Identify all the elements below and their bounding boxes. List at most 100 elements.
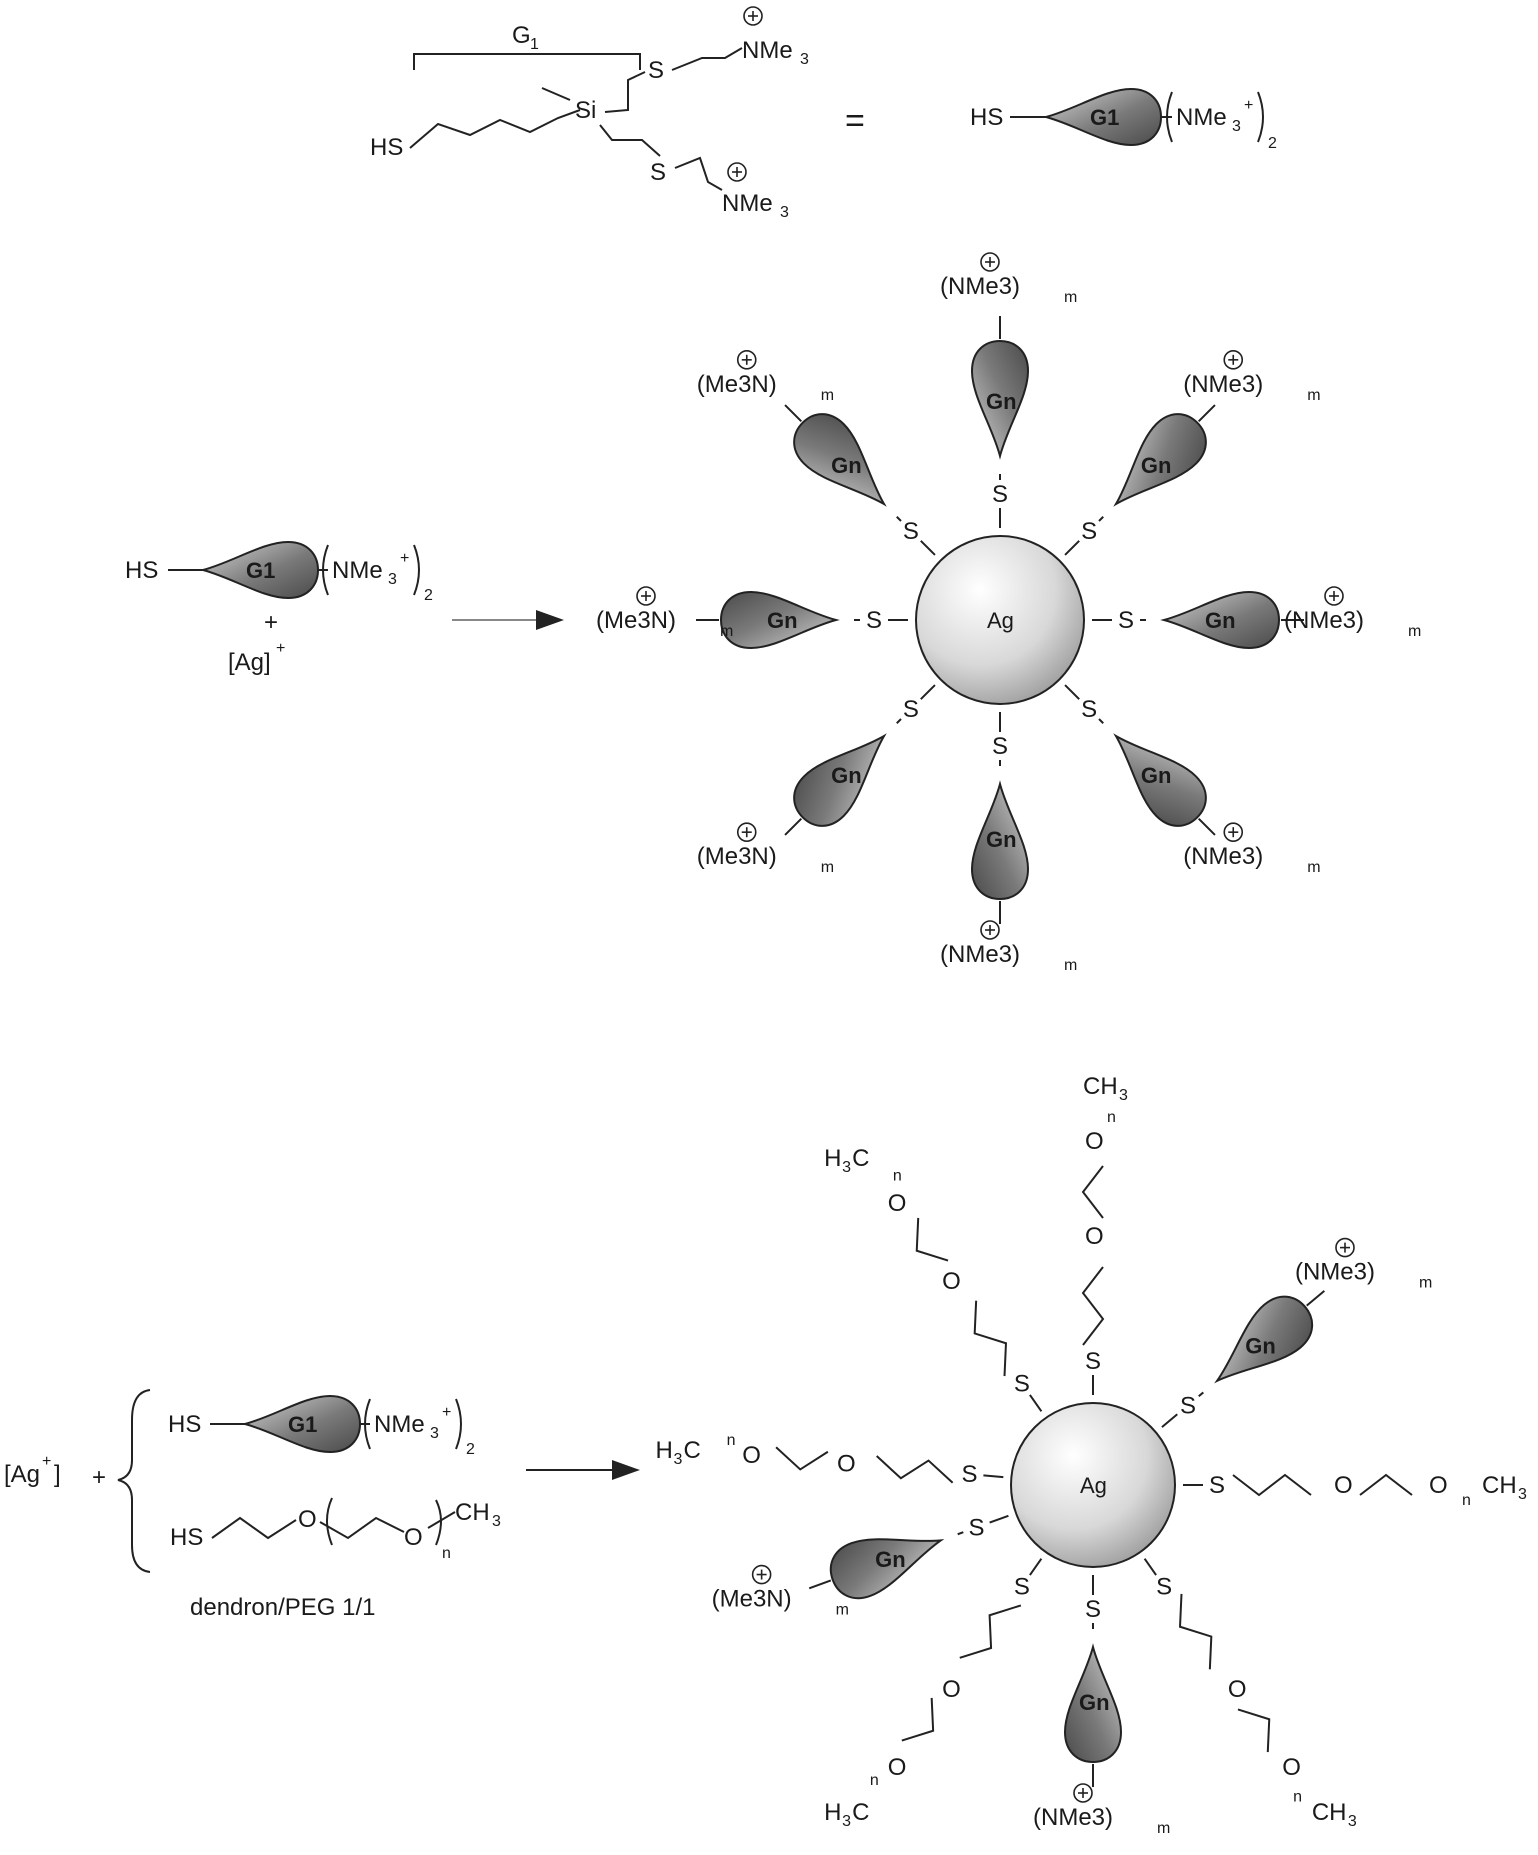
plus-charge xyxy=(1335,1237,1355,1258)
plus-charge xyxy=(980,252,1000,272)
m-subscript: m xyxy=(1307,387,1320,404)
reactant-brace xyxy=(117,1389,151,1573)
m-subscript: m xyxy=(1307,859,1320,876)
methyl-label: CH xyxy=(1312,1799,1347,1826)
svg-text:]: ] xyxy=(54,1461,61,1488)
gn-label: Gn xyxy=(831,763,862,788)
sulfur-label: S xyxy=(1209,1472,1225,1499)
svg-text:3: 3 xyxy=(842,1813,851,1830)
svg-text:+: + xyxy=(400,550,409,567)
reaction-1-reactants: HS G1 NMe 3 + 2 + [Ag] + xyxy=(125,541,433,676)
g1-dendron-structure: G 1 HS Si S NMe 3 S NMe 3 = HS G1 NMe 3 … xyxy=(370,6,1277,221)
svg-text:3: 3 xyxy=(1119,1087,1128,1104)
m-subscript: m xyxy=(1408,623,1421,640)
equals-sign: = xyxy=(845,102,865,140)
gn-label: Gn xyxy=(986,389,1017,414)
gn-label: Gn xyxy=(1141,453,1172,478)
oxygen-label: O xyxy=(1085,1223,1104,1250)
oxygen-label: O xyxy=(942,1268,961,1295)
svg-text:+: + xyxy=(92,1464,106,1491)
svg-text:3: 3 xyxy=(388,571,397,588)
oxygen-label: O xyxy=(837,1450,856,1477)
g1-bracket-label: G xyxy=(512,22,531,49)
plus-charge xyxy=(636,586,656,606)
gn-label: Gn xyxy=(1245,1334,1276,1359)
gn-label: Gn xyxy=(986,827,1017,852)
g1-bracket xyxy=(413,53,641,70)
sulfur-label: S xyxy=(1156,1574,1172,1601)
plus-charge xyxy=(751,1564,772,1585)
n-subscript: n xyxy=(1293,1788,1302,1805)
gn-spoke-4: SGn(NMe3)m xyxy=(940,712,1077,974)
gn-spoke-3: SGn(NMe3)m xyxy=(1064,684,1321,876)
ammonium-label: (Me3N) xyxy=(596,607,676,634)
m-subscript: m xyxy=(1064,289,1077,306)
sulfur-label: S xyxy=(1014,1370,1030,1397)
plus-charge xyxy=(1324,586,1344,606)
svg-text:S: S xyxy=(650,159,666,186)
svg-text:NMe: NMe xyxy=(374,1411,425,1438)
svg-text:3: 3 xyxy=(492,1513,501,1530)
oxygen-label: O xyxy=(888,1754,907,1781)
svg-text:+: + xyxy=(1244,97,1253,114)
ammonium-label: (NMe3) xyxy=(940,273,1020,300)
sulfur-label: S xyxy=(961,1461,977,1488)
gn-label: Gn xyxy=(831,453,862,478)
gn-label: Gn xyxy=(1205,608,1236,633)
svg-text:Ag: Ag xyxy=(1080,1473,1107,1498)
m-subscript: m xyxy=(720,623,733,640)
gn-spoke-1: SGn(NMe3)m xyxy=(1033,1575,1170,1837)
sulfur-label: S xyxy=(992,733,1008,760)
svg-text:NMe: NMe xyxy=(742,37,793,64)
plus-charge xyxy=(1223,822,1244,842)
svg-text:G1: G1 xyxy=(1090,105,1119,130)
ratio-label: dendron/PEG 1/1 xyxy=(190,1594,375,1621)
oxygen-label: O xyxy=(742,1442,761,1469)
sulfur-label: S xyxy=(992,481,1008,508)
svg-text:+: + xyxy=(264,609,278,636)
svg-text:HS: HS xyxy=(970,104,1003,131)
svg-text:3: 3 xyxy=(1518,1486,1527,1503)
plus-charge xyxy=(980,920,1000,940)
svg-text:[Ag: [Ag xyxy=(4,1461,40,1488)
reaction-2-reactants: [Ag + ] + HS G1 NMe 3 + 2 HS O O n CH 3 … xyxy=(4,1389,501,1621)
svg-text:C: C xyxy=(852,1145,869,1172)
svg-text:2: 2 xyxy=(466,1441,475,1458)
n-subscript: n xyxy=(1107,1109,1116,1126)
oxygen-label: O xyxy=(888,1190,907,1217)
svg-text:HS: HS xyxy=(168,1411,201,1438)
oxygen-label: O xyxy=(1085,1128,1104,1155)
sulfur-label: S xyxy=(1081,518,1097,545)
svg-text:+: + xyxy=(276,640,285,657)
svg-text:3: 3 xyxy=(780,204,789,221)
n-subscript: n xyxy=(870,1772,879,1789)
m-subscript: m xyxy=(1157,1820,1170,1837)
m-subscript: m xyxy=(821,387,834,404)
ag-sphere-2 xyxy=(1010,1402,1176,1568)
n-subscript: n xyxy=(1462,1492,1471,1509)
gn-spoke-6: SGn(Me3N)m xyxy=(596,586,908,649)
svg-text:1: 1 xyxy=(530,36,539,53)
oxygen-label: O xyxy=(942,1676,961,1703)
svg-text:3: 3 xyxy=(1232,118,1241,135)
n-subscript: n xyxy=(727,1432,736,1449)
svg-text:Ag: Ag xyxy=(987,608,1014,633)
svg-text:CH: CH xyxy=(455,1499,490,1526)
oxygen-label: O xyxy=(1334,1472,1353,1499)
oxygen-label: O xyxy=(1282,1754,1301,1781)
sulfur-label: S xyxy=(1081,696,1097,723)
ammonium-label: (NMe3) xyxy=(1183,371,1263,398)
svg-text:G1: G1 xyxy=(246,558,275,583)
gn-spoke-2: SGn(Me3N)m xyxy=(712,1513,1009,1619)
methyl-label: CH xyxy=(1083,1073,1118,1100)
oxygen-label: O xyxy=(1228,1676,1247,1703)
plus-charge xyxy=(1073,1783,1093,1803)
sulfur-label: S xyxy=(1180,1392,1196,1419)
